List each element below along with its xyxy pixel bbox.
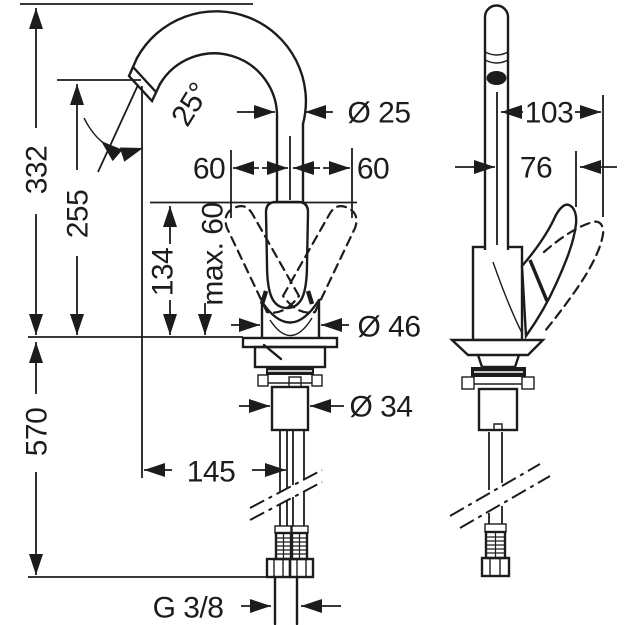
side-neck [476, 353, 521, 369]
setscrew-tick [262, 343, 283, 361]
dim-570-label: 570 [21, 408, 54, 457]
front-view [127, 10, 358, 625]
nut-facets [489, 558, 501, 576]
dim-255-label: 255 [62, 190, 95, 239]
dim-g38-label: G 3/8 [153, 592, 224, 625]
base-body [253, 345, 327, 369]
side-view [448, 4, 605, 578]
dim-max60-label: max. 60 [197, 202, 230, 305]
handle-swing-right [281, 205, 358, 314]
hose-nut [480, 556, 511, 578]
dim-145-label: 145 [187, 456, 236, 489]
side-body [471, 245, 524, 342]
handle-swing-left [224, 205, 301, 314]
aerator-band [484, 51, 509, 56]
braid-hatch [276, 534, 307, 558]
side-deck-assembly [448, 338, 546, 432]
angle-arc [83, 117, 144, 152]
dim-60-right-label: 60 [357, 153, 389, 186]
side-escutcheon [448, 338, 546, 357]
dim-332-label: 332 [21, 146, 54, 195]
deck-assembly [241, 336, 339, 432]
aerator-band [484, 59, 509, 64]
supply-hoses [249, 430, 323, 625]
side-clamp-left [461, 376, 475, 390]
outlet-opening [486, 71, 507, 85]
side-lever-edge [528, 259, 549, 302]
handle-swing-positions [224, 205, 358, 314]
dimension-annotations: 332 255 134 max. 60 570 25° Ø 25 60 60 [20, 3, 617, 625]
side-handle-swing [542, 220, 605, 333]
dim-76-label: 76 [520, 152, 552, 185]
dim-d46-label: Ø 46 [357, 311, 420, 344]
handle-front [259, 200, 315, 310]
dim-angle-label: 25° [165, 77, 216, 132]
hose-nut [288, 557, 315, 579]
hose-collar [484, 523, 507, 533]
mixer-body [260, 298, 321, 339]
aerator-line [131, 65, 158, 94]
clamp-right [311, 374, 323, 387]
body-bowl-inner-arc [269, 317, 313, 337]
dim-d34-label: Ø 34 [349, 391, 412, 424]
dim-103-label: 103 [525, 97, 574, 130]
side-shank-notch [493, 423, 503, 430]
dim-134-label: 134 [147, 248, 180, 297]
side-hose [449, 432, 551, 578]
handle-outline [264, 200, 310, 310]
dim-60-left-label: 60 [193, 153, 225, 186]
side-body-cone [492, 261, 523, 334]
side-shank [477, 387, 519, 432]
spout-inner-arc [158, 52, 279, 121]
base-plate [241, 336, 339, 349]
handle-base-shadow-left [259, 290, 269, 305]
nut-facets [273, 559, 307, 577]
side-clamp-right [521, 376, 535, 390]
break-symbol-line [459, 475, 551, 529]
body-bowl-arc [260, 298, 321, 324]
clamp-center [288, 376, 302, 388]
braid-hatch [486, 533, 505, 557]
spout-outer-arc [135, 10, 308, 126]
angle-arrowhead-left [101, 141, 123, 162]
hose-nut [265, 557, 292, 579]
side-handle [520, 203, 578, 340]
spout [127, 10, 308, 204]
side-lever [520, 203, 578, 340]
side-lever-dashed [542, 220, 605, 333]
handle-base-shadow-right [305, 290, 315, 305]
clamp-left [257, 374, 269, 387]
break-symbol-line [249, 481, 323, 521]
dim-d25-label: Ø 25 [347, 97, 410, 130]
break-symbol-line [449, 463, 541, 517]
angle-reference-diagonal [97, 84, 139, 173]
break-symbol-line [249, 469, 323, 509]
angle-arrowhead-right [119, 147, 143, 162]
shank [270, 385, 310, 432]
